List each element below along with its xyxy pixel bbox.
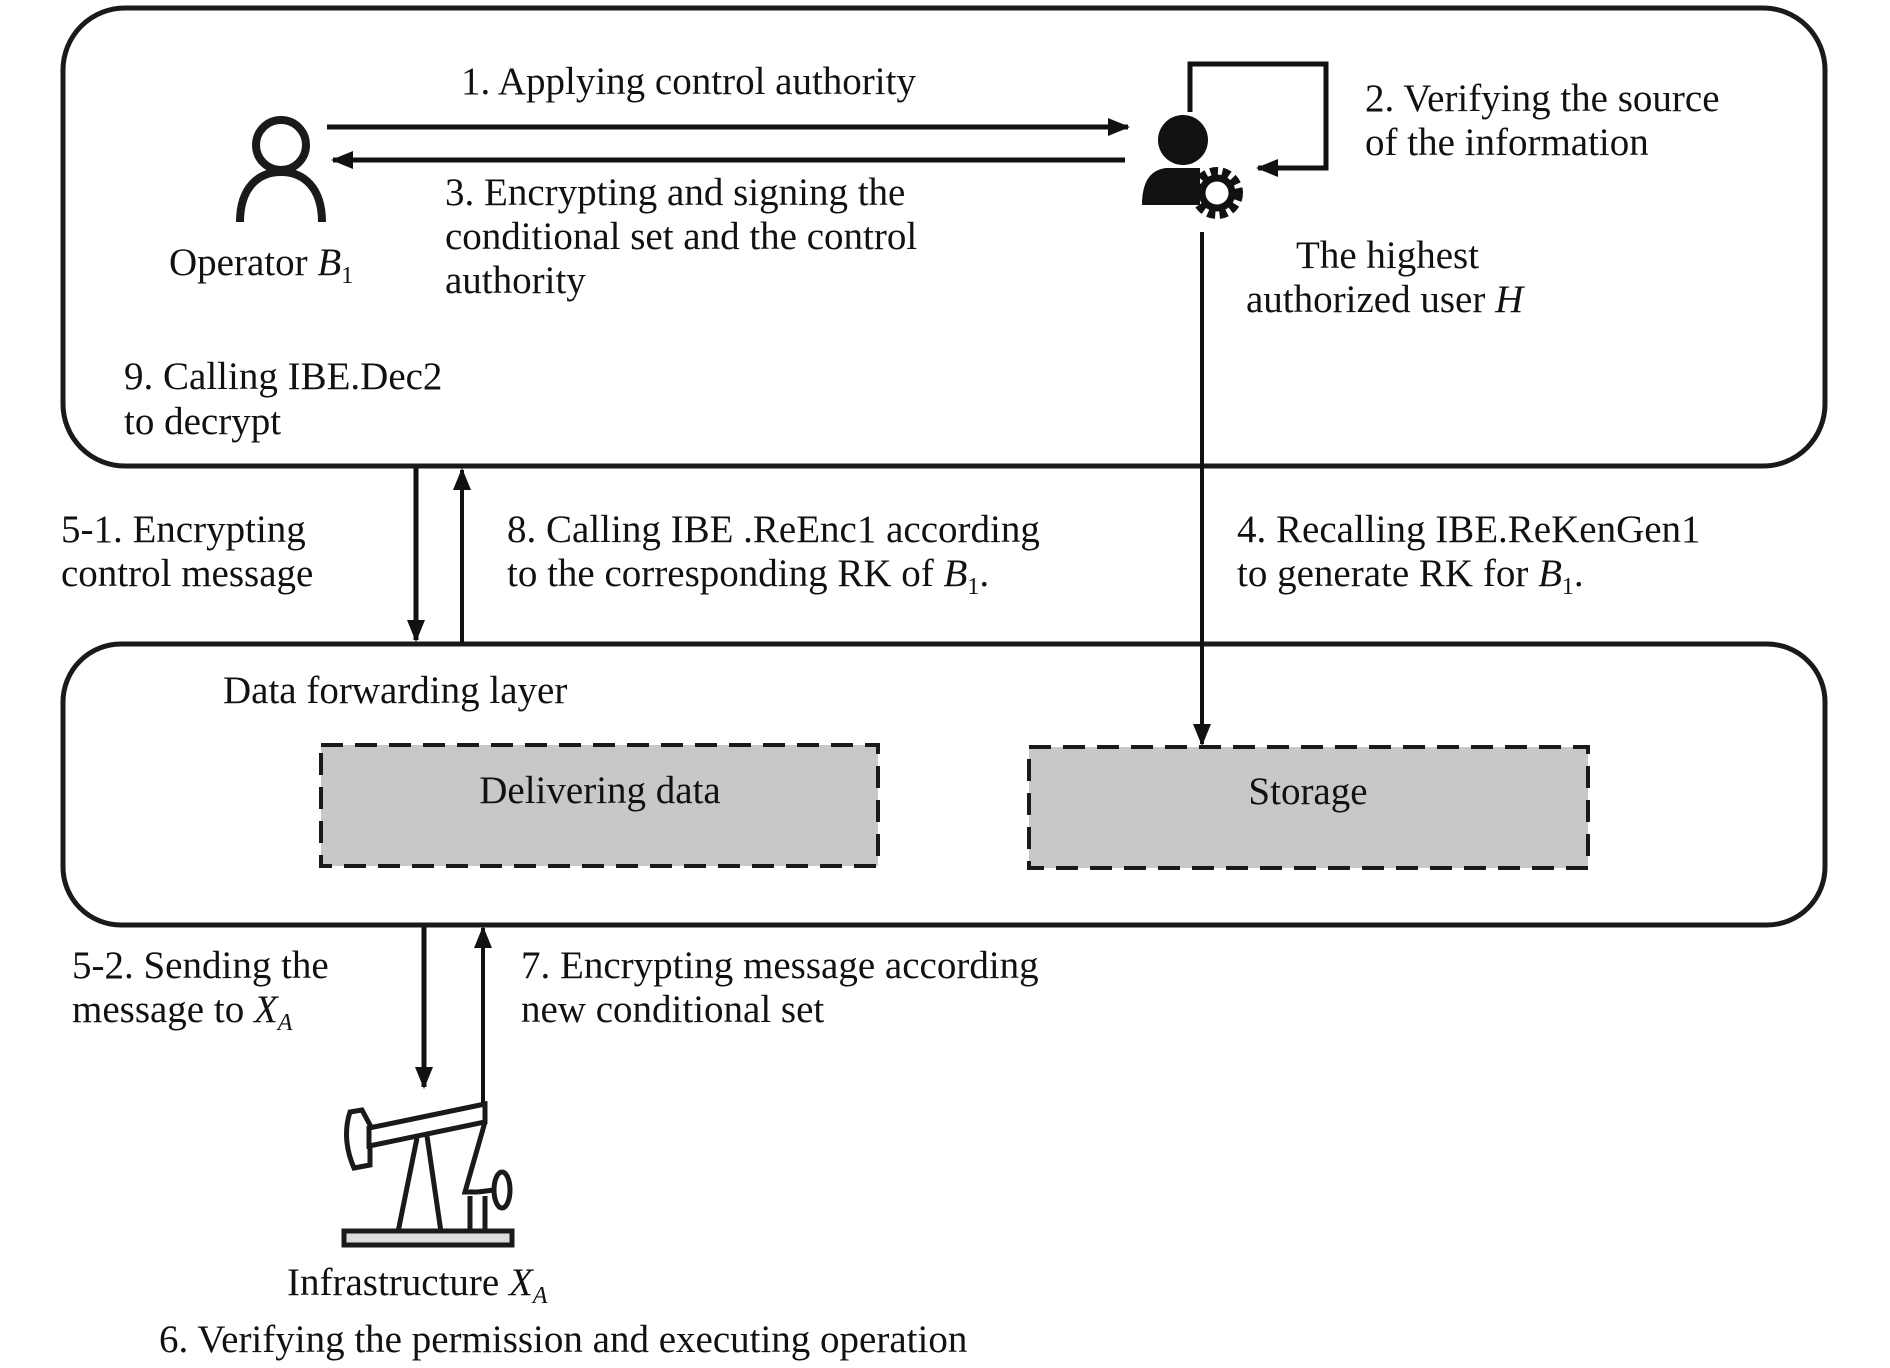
step-3-line-2: conditional set and the control (445, 215, 917, 258)
operator-label-text: Operator (169, 241, 317, 284)
storage-box (1027, 745, 1590, 870)
step-2-label: 2. Verifying the source of the informati… (1365, 77, 1729, 164)
step-3-label: 3. Encrypting and signing the conditiona… (445, 171, 927, 302)
infrastructure-label-text: Infrastructure (287, 1261, 509, 1304)
user-outline-icon (236, 116, 326, 223)
step-4-label: 4. Recalling IBE.ReKenGen1 to generate R… (1237, 508, 1710, 600)
pump-jack-icon (341, 1100, 515, 1248)
step-5-1-line-1: 5-1. Encrypting (61, 508, 306, 551)
step-7-line-1: 7. Encrypting message according (521, 944, 1039, 987)
infrastructure-label: Infrastructure XA (287, 1261, 548, 1309)
operator-sub: 1 (341, 263, 353, 289)
step-8-sub: 1 (967, 574, 979, 600)
storage-label: Storage (1248, 770, 1367, 813)
step-2-line-1: 2. Verifying the source (1365, 77, 1720, 120)
step-7-label: 7. Encrypting message according new cond… (521, 944, 1048, 1031)
step-8-tail: . (979, 552, 989, 595)
user-gear-icon (1142, 115, 1243, 219)
step-5-2-line-1: 5-2. Sending the (72, 944, 329, 987)
gear-icon (1191, 167, 1243, 219)
step-8-label: 8. Calling IBE .ReEnc1 according to the … (507, 508, 1050, 600)
step-5-2-label: 5-2. Sending the message to XA (72, 944, 338, 1036)
step-1-label: 1. Applying control authority (461, 60, 916, 103)
admin-var: H (1494, 278, 1525, 321)
admin-line-2: authorized user (1246, 278, 1495, 321)
step-9-label: 9. Calling IBE.Dec2 to decrypt (124, 355, 452, 443)
arrow-step-2-loop (1187, 61, 1329, 177)
data-forwarding-layer-title: Data forwarding layer (223, 669, 567, 712)
step-5-2-var: X (252, 988, 280, 1031)
step-4-line-2: to generate RK for (1237, 552, 1538, 595)
step-9-line-1: 9. Calling IBE.Dec2 (124, 355, 442, 398)
step-5-2-line-2: message to (72, 988, 254, 1031)
step-9-line-2: to decrypt (124, 400, 281, 443)
step-4-var: B (1538, 552, 1562, 595)
step-5-1-label: 5-1. Encrypting control message (61, 508, 316, 595)
step-5-2-sub: A (276, 1010, 293, 1036)
step-4-sub: 1 (1562, 574, 1574, 600)
step-4-line-1: 4. Recalling IBE.ReKenGen1 (1237, 508, 1701, 551)
admin-label: The highest authorized user H (1246, 234, 1525, 321)
step-7-line-2: new conditional set (521, 988, 824, 1031)
step-8-line-1: 8. Calling IBE .ReEnc1 according (507, 508, 1040, 551)
step-3-line-3: authority (445, 259, 586, 302)
infrastructure-var: X (507, 1261, 535, 1304)
delivering-data-label: Delivering data (479, 769, 720, 812)
admin-line-1: The highest (1296, 234, 1479, 277)
infrastructure-sub: A (531, 1283, 548, 1309)
delivering-data-box (319, 743, 880, 868)
step-6-label: 6. Verifying the permission and executin… (159, 1318, 967, 1361)
step-8-line-2: to the corresponding RK of (507, 552, 944, 595)
operator-var: B (317, 241, 341, 284)
step-5-1-line-2: control message (61, 552, 313, 595)
step-4-tail: . (1574, 552, 1584, 595)
step-3-line-1: 3. Encrypting and signing the (445, 171, 905, 214)
operator-label: Operator B1 (169, 241, 353, 289)
user-layer-box (60, 5, 1828, 469)
step-2-line-2: of the information (1365, 121, 1649, 164)
step-8-var: B (944, 552, 968, 595)
